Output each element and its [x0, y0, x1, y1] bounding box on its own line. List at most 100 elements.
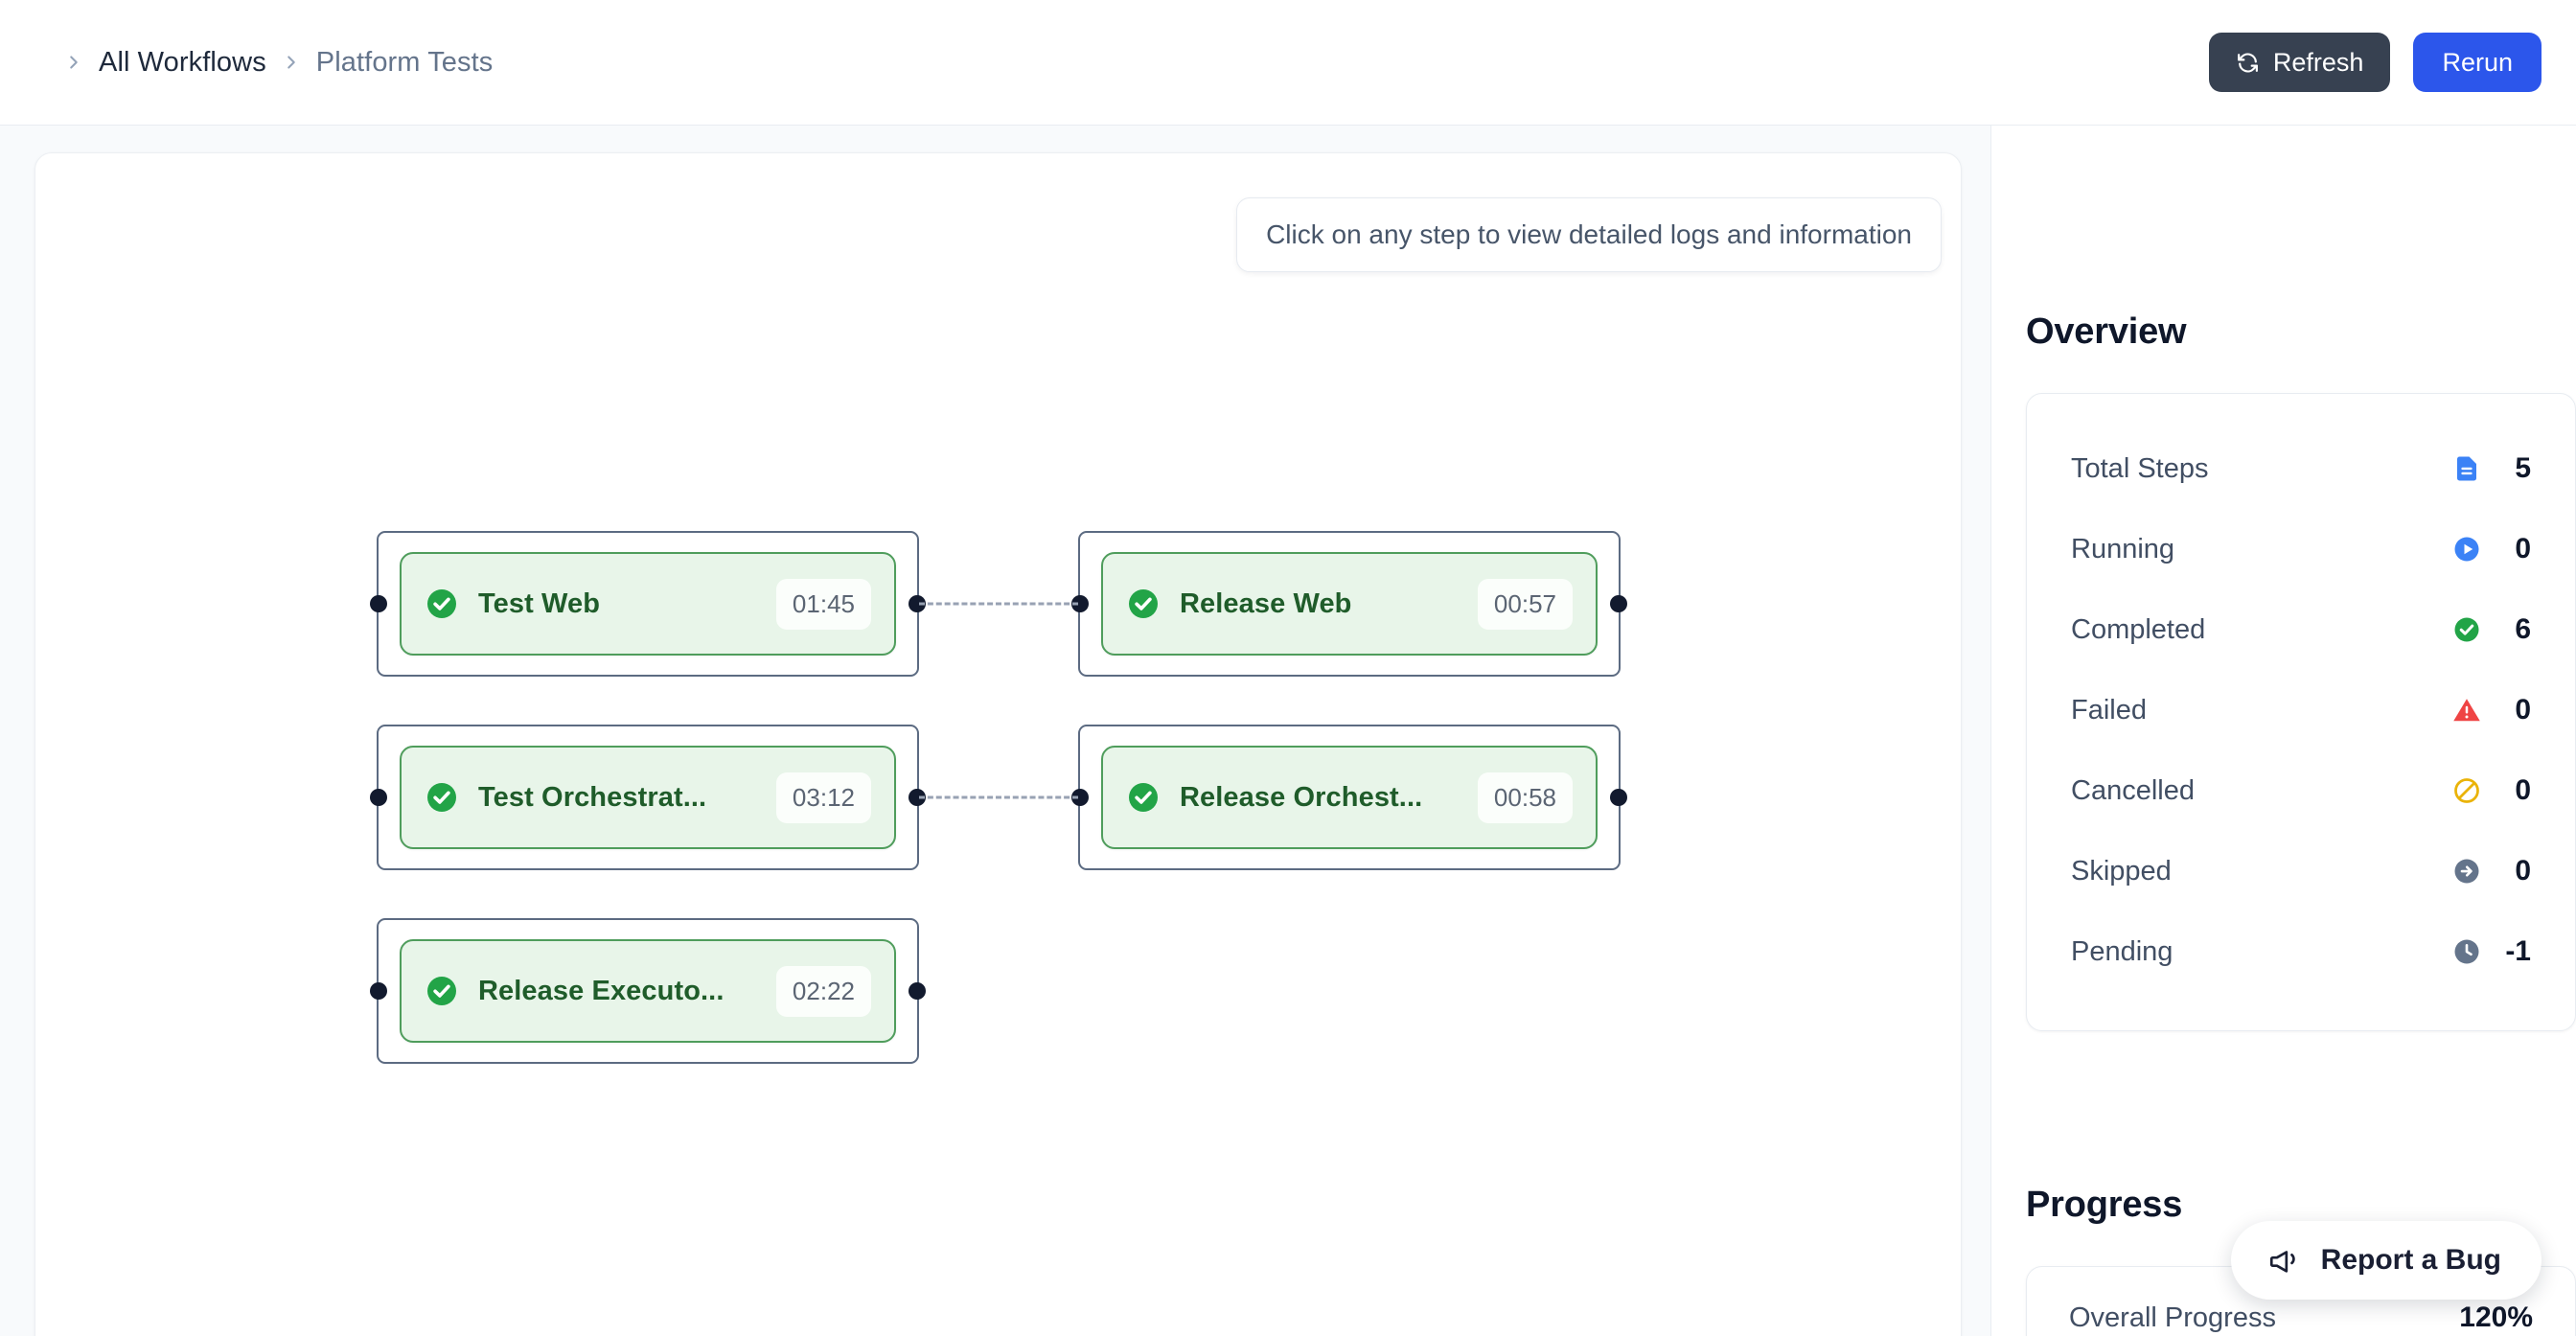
- progress-title: Progress: [2026, 1185, 2183, 1225]
- stat-value-group: 0: [2452, 533, 2531, 565]
- rerun-button[interactable]: Rerun: [2413, 33, 2542, 92]
- check-circle-icon: [425, 587, 459, 621]
- clock-icon: [2452, 937, 2481, 966]
- breadcrumb-current-workflow: Platform Tests: [315, 46, 494, 78]
- stat-row-cancelled: Cancelled 0: [2071, 750, 2531, 831]
- workflow-canvas-area: Click on any step to view detailed logs …: [0, 126, 1991, 1336]
- stat-value: 0: [2515, 533, 2531, 564]
- workflow-node[interactable]: Release Web 00:57: [1071, 531, 1627, 677]
- refresh-button[interactable]: Refresh: [2208, 33, 2391, 92]
- node-handle-left[interactable]: [370, 982, 387, 1000]
- stat-value-group: 0: [2452, 694, 2531, 726]
- stat-value-group: 0: [2452, 774, 2531, 807]
- refresh-button-label: Refresh: [2272, 47, 2364, 77]
- stat-row-running: Running 0: [2071, 509, 2531, 589]
- workflow-step-card[interactable]: Test Web 01:45: [400, 552, 896, 656]
- stat-label: Pending: [2071, 935, 2174, 967]
- node-handle-left[interactable]: [1071, 789, 1089, 806]
- workflow-step-duration: 01:45: [775, 578, 871, 630]
- node-handle-right[interactable]: [908, 789, 926, 806]
- stat-value: 5: [2515, 452, 2531, 484]
- stat-value-group: -1: [2452, 935, 2531, 968]
- details-sidebar: Overview Total Steps 5 Running 0 Complet…: [1991, 126, 2576, 1336]
- overview-card: Total Steps 5 Running 0 Completed 6 Fail…: [2026, 393, 2576, 1031]
- stat-value-group: 0: [2452, 855, 2531, 887]
- chevron-right-icon-2: [275, 46, 308, 79]
- page-body: Click on any step to view detailed logs …: [0, 126, 2576, 1336]
- workflow-step-card[interactable]: Release Web 00:57: [1101, 552, 1598, 656]
- node-handle-right[interactable]: [908, 982, 926, 1000]
- node-handle-left[interactable]: [370, 595, 387, 612]
- stat-row-skipped: Skipped 0: [2071, 831, 2531, 911]
- progress-label: Overall Progress: [2069, 1302, 2276, 1333]
- check-circle-icon: [2452, 615, 2481, 644]
- workflow-node[interactable]: Release Orchest... 00:58: [1071, 725, 1627, 870]
- stat-label: Cancelled: [2071, 774, 2195, 806]
- workflow-node[interactable]: Test Orchestrat... 03:12: [370, 725, 926, 870]
- stat-label: Completed: [2071, 613, 2206, 645]
- workflow-step-duration: 03:12: [775, 772, 871, 823]
- check-circle-icon: [425, 780, 459, 815]
- stat-label: Total Steps: [2071, 452, 2209, 484]
- node-handle-left[interactable]: [370, 789, 387, 806]
- refresh-icon: [2236, 51, 2260, 75]
- stat-value: 0: [2515, 774, 2531, 806]
- stat-row-completed: Completed 6: [2071, 589, 2531, 670]
- check-circle-icon: [425, 974, 459, 1008]
- workflow-step-label: Test Web: [478, 587, 601, 619]
- stat-row-total-steps: Total Steps 5: [2071, 428, 2531, 509]
- workflow-node[interactable]: Test Web 01:45: [370, 531, 926, 677]
- stat-row-failed: Failed 0: [2071, 670, 2531, 750]
- workflow-edge[interactable]: [919, 602, 1078, 606]
- progress-header: Overall Progress 120%: [2069, 1301, 2533, 1334]
- workflow-step-label: Test Orchestrat...: [478, 781, 707, 813]
- play-circle-icon: [2452, 535, 2481, 564]
- workflow-step-duration: 02:22: [775, 965, 871, 1017]
- canvas-hint-tooltip: Click on any step to view detailed logs …: [1236, 197, 1942, 272]
- stat-value: 6: [2515, 613, 2531, 645]
- check-circle-icon: [1126, 587, 1161, 621]
- workflow-canvas[interactable]: Click on any step to view detailed logs …: [34, 152, 1962, 1336]
- stat-label: Running: [2071, 533, 2175, 564]
- workflow-graph: Test Web 01:45 Release Web 00:57 Test Or…: [35, 153, 1961, 1336]
- workflow-node[interactable]: Release Executo... 02:22: [370, 918, 926, 1064]
- workflow-step-card[interactable]: Release Orchest... 00:58: [1101, 746, 1598, 849]
- progress-percent: 120%: [2459, 1301, 2533, 1333]
- node-handle-right[interactable]: [1610, 789, 1627, 806]
- overview-stats-list: Total Steps 5 Running 0 Completed 6 Fail…: [2071, 428, 2531, 992]
- workflow-step-label: Release Orchest...: [1180, 781, 1423, 813]
- breadcrumb: All Workflows Platform Tests: [58, 46, 501, 79]
- workflow-step-card[interactable]: Test Orchestrat... 03:12: [400, 746, 896, 849]
- stat-label: Skipped: [2071, 855, 2172, 887]
- rerun-button-label: Rerun: [2442, 47, 2513, 77]
- check-circle-icon: [1126, 780, 1161, 815]
- stat-value-group: 5: [2452, 452, 2531, 485]
- stat-label: Failed: [2071, 694, 2147, 726]
- workflow-step-label: Release Web: [1180, 587, 1352, 619]
- document-icon: [2452, 454, 2481, 483]
- workflow-step-card[interactable]: Release Executo... 02:22: [400, 939, 896, 1043]
- node-handle-right[interactable]: [908, 595, 926, 612]
- header-actions: Refresh Rerun: [2208, 33, 2542, 92]
- warning-icon: [2452, 696, 2481, 725]
- workflow-step-duration: 00:57: [1477, 578, 1573, 630]
- report-a-bug-button[interactable]: Report a Bug: [2230, 1221, 2542, 1300]
- node-handle-right[interactable]: [1610, 595, 1627, 612]
- stat-value: 0: [2515, 694, 2531, 726]
- ban-icon: [2452, 776, 2481, 805]
- page-header: All Workflows Platform Tests Refresh: [0, 0, 2576, 126]
- stat-row-pending: Pending -1: [2071, 911, 2531, 992]
- chevron-right-icon: [58, 46, 90, 79]
- node-handle-left[interactable]: [1071, 595, 1089, 612]
- workflow-step-duration: 00:58: [1477, 772, 1573, 823]
- report-a-bug-label: Report a Bug: [2320, 1244, 2501, 1276]
- breadcrumb-all-workflows[interactable]: All Workflows: [99, 46, 266, 78]
- workflow-step-label: Release Executo...: [478, 975, 724, 1006]
- arrow-circle-icon: [2452, 857, 2481, 886]
- stat-value: 0: [2515, 855, 2531, 887]
- stat-value: -1: [2505, 935, 2531, 967]
- stat-value-group: 6: [2452, 613, 2531, 646]
- overview-title: Overview: [2026, 311, 2187, 352]
- workflow-edge[interactable]: [919, 795, 1078, 799]
